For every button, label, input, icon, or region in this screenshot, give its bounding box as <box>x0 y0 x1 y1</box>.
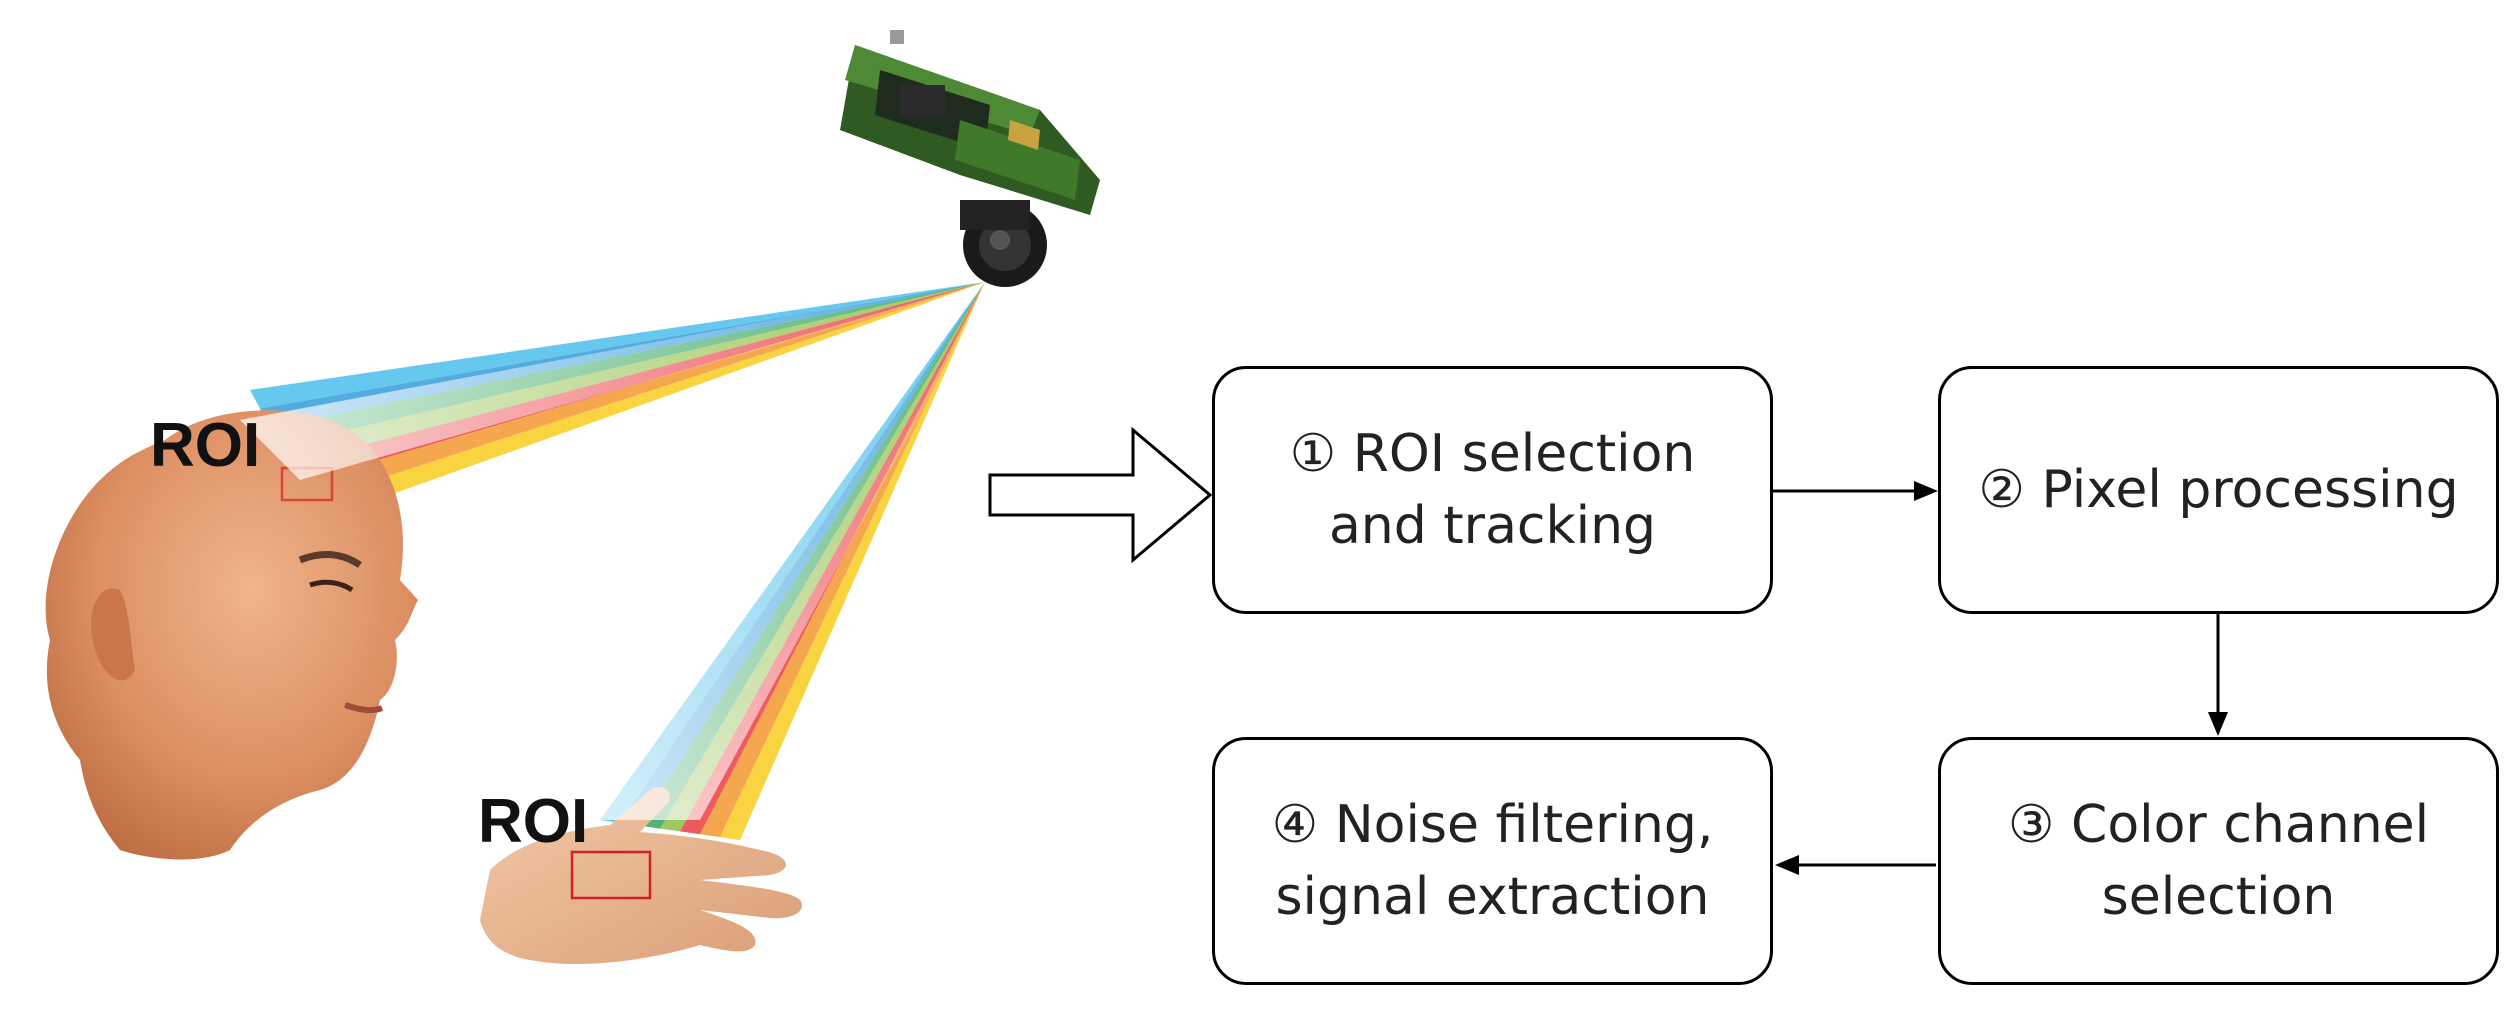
connector-2-3 <box>2208 612 2228 736</box>
step-3-line-2: selection <box>2101 867 2336 927</box>
step-3-line-1: ③ Color channel <box>2007 795 2430 855</box>
step-pixel-processing: ② Pixel processing <box>1938 366 2499 614</box>
beam-band <box>300 282 985 502</box>
hand-icon <box>480 786 802 965</box>
beam-band <box>720 282 985 840</box>
beam-band <box>250 282 985 409</box>
connector-1-2 <box>1773 481 1938 501</box>
step-1-line-1: ① ROI selection <box>1289 424 1696 484</box>
step-1-line-2: and tracking <box>1328 496 1657 556</box>
step-4-line-1: ④ Noise filtering, <box>1271 795 1714 855</box>
step-noise-filtering: ④ Noise filtering, signal extraction <box>1212 737 1773 985</box>
step-2-line-1: ② Pixel processing <box>1978 460 2459 520</box>
roi-label-head: ROI <box>150 411 261 480</box>
head-icon <box>45 410 418 860</box>
step-roi-selection: ① ROI selection and tracking <box>1212 366 1773 614</box>
camera-icon <box>840 30 1100 287</box>
step-color-channel: ③ Color channel selection <box>1938 737 2499 985</box>
step-4-line-2: signal extraction <box>1275 867 1710 927</box>
hand-roi-box <box>570 850 652 900</box>
connector-3-4 <box>1775 855 1936 875</box>
roi-label-hand: ROI <box>478 787 589 856</box>
beam-band <box>310 282 985 520</box>
big-arrow-icon <box>988 426 1213 564</box>
